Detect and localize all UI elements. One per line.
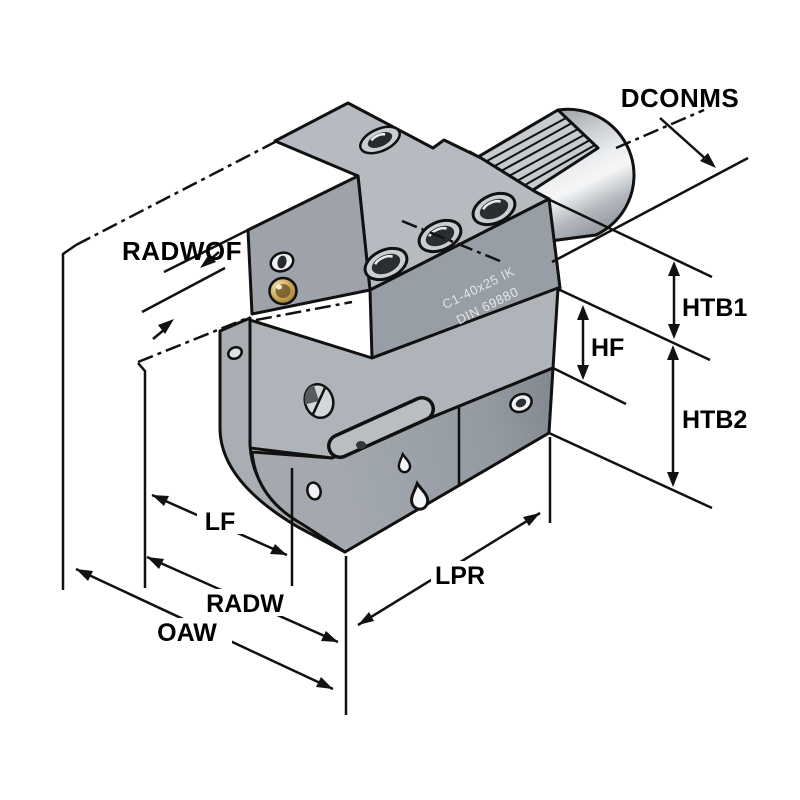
serration-ridges: [484, 117, 596, 186]
dimension-dconms: [659, 117, 716, 168]
ext-line-bottom-of-upper-block: [559, 288, 711, 362]
dimension-label-lpr: LPR: [435, 562, 485, 590]
dimension-label-htb2: HTB2: [682, 406, 747, 434]
coolant-drop-icon: [397, 451, 412, 474]
label-mask-radw: [201, 589, 289, 616]
slotted-screw: [303, 383, 335, 419]
coolant-drop-icon: [410, 480, 430, 511]
tool-axis-centerline-on-block: [255, 300, 353, 322]
ext-line-top-of-upper-block: [547, 197, 713, 279]
dimension-label-radw: RADW: [206, 590, 284, 618]
shank-axis-centerline: [615, 108, 705, 150]
ext-line-bottom-of-block: [548, 431, 713, 510]
tool-axis-centerline: [137, 315, 251, 364]
jaw-hole: [269, 251, 295, 273]
ext-line-top-of-lower-front: [552, 366, 627, 406]
dimension-hf: [577, 305, 589, 380]
clamp-jaw-face: [246, 174, 372, 316]
front-hole-right: [509, 392, 533, 414]
cap-screw-top: [359, 125, 401, 155]
label-mask-lf: [197, 507, 243, 534]
coolant-plug-brass: [268, 276, 298, 306]
label-mask-lpr: [431, 561, 489, 588]
upper-block-front-face: [368, 197, 562, 360]
ext-line-lf-left: [137, 362, 147, 588]
side-hole: [226, 345, 244, 361]
dimension-label-hf: HF: [591, 334, 624, 362]
dimension-radwof: [152, 251, 220, 340]
ext-line-oaw-left: [61, 243, 77, 590]
cap-screw-3: [471, 191, 517, 227]
cap-screw-1: [363, 246, 409, 282]
spindle-axis-centerline: [75, 139, 278, 247]
centerlines: [75, 108, 705, 364]
front-hole-left: [306, 481, 322, 501]
radwof-line-upper: [163, 228, 249, 274]
clamp-slot: [327, 396, 435, 459]
dimension-labels: DCONMS RADWOF HTB1 HF HTB2 LF RADW OAW L…: [122, 83, 747, 647]
radwof-line-lower: [141, 266, 226, 314]
dconms-measure-line: [551, 156, 749, 264]
dimension-label-dconms: DCONMS: [621, 83, 740, 113]
label-mask-oaw: [142, 618, 232, 645]
toolholder-body: C1-40x25 IK DIN 69880: [218, 101, 636, 554]
dimension-label-lf: LF: [205, 508, 236, 536]
dimension-label-radwof: RADWOF: [122, 236, 242, 266]
extension-lines: [61, 156, 749, 715]
dimension-label-htb1: HTB1: [682, 294, 747, 322]
top-face-centerline: [401, 219, 501, 263]
dimension-htb2: [667, 345, 679, 487]
dimension-label-oaw: OAW: [157, 619, 217, 647]
dimension-htb1: [668, 261, 680, 339]
